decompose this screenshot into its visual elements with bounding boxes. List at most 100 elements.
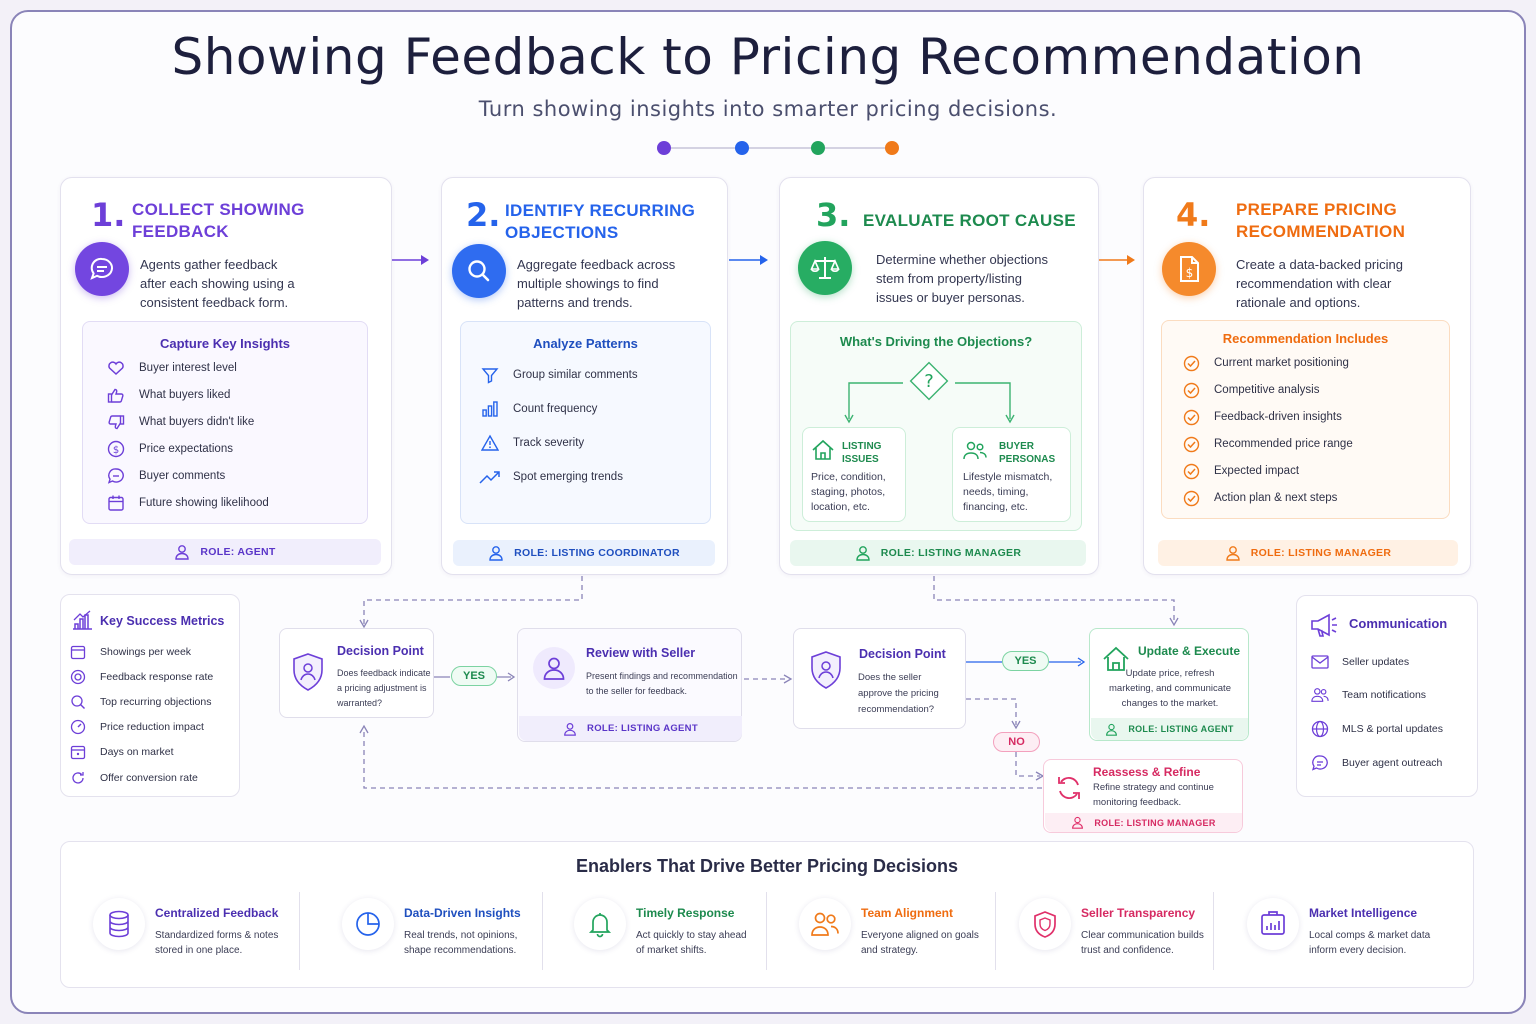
list-item: Action plan & next steps bbox=[1180, 489, 1337, 507]
person-avatar-icon bbox=[533, 647, 575, 689]
megaphone-icon bbox=[1311, 613, 1337, 637]
reassess-title: Reassess & Refine bbox=[1093, 765, 1201, 779]
enabler-item: Team Alignment Everyone aligned on goals… bbox=[799, 892, 1014, 972]
thumbs-up-icon bbox=[105, 386, 127, 404]
people-icon bbox=[1311, 686, 1329, 704]
step-number: 2. bbox=[466, 196, 501, 234]
box-title: What's Driving the Objections? bbox=[839, 334, 1033, 349]
list-item: Future showing likelihood bbox=[105, 494, 269, 512]
decision-title: Decision Point bbox=[859, 647, 946, 661]
metric-item: Price reduction impact bbox=[69, 718, 204, 736]
box-title: Analyze Patterns bbox=[533, 336, 638, 351]
step-dots bbox=[657, 141, 899, 155]
enablers-title: Enablers That Drive Better Pricing Decis… bbox=[575, 856, 959, 876]
step-arrow-1-2 bbox=[392, 255, 429, 265]
step-number: 1. bbox=[91, 196, 126, 234]
role-badge: ROLE: LISTING MANAGER bbox=[1045, 813, 1242, 832]
page-title: Showing Feedback to Pricing Recommendati… bbox=[171, 28, 1365, 86]
divider bbox=[766, 892, 767, 970]
communication-item: Buyer agent outreach bbox=[1311, 754, 1442, 772]
team-icon bbox=[799, 898, 851, 950]
enabler-item: Data-Driven Insights Real trends, not op… bbox=[342, 892, 557, 972]
step-number: 4. bbox=[1176, 196, 1211, 234]
warning-icon bbox=[479, 434, 501, 452]
enabler-title: Market Intelligence bbox=[1309, 906, 1418, 920]
role-badge: ROLE: LISTING MANAGER bbox=[790, 540, 1086, 566]
analyze-patterns-box: Analyze Patterns bbox=[460, 321, 711, 524]
target-icon bbox=[69, 668, 87, 686]
review-with-seller: Review with Seller Present findings and … bbox=[517, 628, 742, 742]
step-arrow-3-4 bbox=[1099, 255, 1135, 265]
enabler-title: Centralized Feedback bbox=[155, 906, 279, 920]
list-item: Feedback-driven insights bbox=[1180, 408, 1342, 426]
metric-item: Top recurring objections bbox=[69, 693, 211, 711]
divider bbox=[995, 892, 996, 970]
dollar-icon: $ bbox=[105, 440, 127, 458]
list-item: Expected impact bbox=[1180, 462, 1299, 480]
check-circle-icon bbox=[1180, 462, 1202, 480]
user-icon bbox=[856, 546, 870, 561]
list-item: Group similar comments bbox=[479, 366, 638, 384]
database-icon bbox=[93, 898, 145, 950]
step-number: 3. bbox=[816, 196, 851, 234]
shield-icon bbox=[293, 653, 323, 691]
house-icon bbox=[812, 439, 834, 460]
step-title: EVALUATE ROOT CAUSE bbox=[863, 211, 1076, 230]
magnifier-icon bbox=[452, 244, 506, 298]
decision-title: Decision Point bbox=[337, 644, 424, 658]
listing-issues-desc: Price, condition,staging, photos,locatio… bbox=[811, 471, 886, 513]
communication-title: Communication bbox=[1349, 616, 1448, 631]
chart-icon bbox=[73, 610, 92, 630]
metric-item: Showings per week bbox=[69, 643, 191, 661]
list-item: $Price expectations bbox=[105, 440, 233, 458]
check-circle-icon bbox=[1180, 354, 1202, 372]
user-icon bbox=[1226, 546, 1240, 561]
user-icon bbox=[1072, 816, 1084, 829]
search-icon bbox=[69, 693, 87, 711]
update-title: Update & Execute bbox=[1138, 644, 1241, 658]
enabler-title: Timely Response bbox=[636, 906, 735, 920]
list-item: Recommended price range bbox=[1180, 435, 1353, 453]
step-dot-2 bbox=[735, 141, 749, 155]
svg-text:$: $ bbox=[113, 445, 119, 456]
list-item: Current market positioning bbox=[1180, 354, 1349, 372]
check-circle-icon bbox=[1180, 489, 1202, 507]
pie-chart-icon bbox=[342, 898, 394, 950]
check-circle-icon bbox=[1180, 381, 1202, 399]
list-item: Buyer interest level bbox=[105, 359, 237, 377]
enablers-panel: Enablers That Drive Better Pricing Decis… bbox=[60, 841, 1474, 988]
people-icon bbox=[963, 441, 987, 460]
role-badge: ROLE: LISTING AGENT bbox=[1091, 718, 1248, 740]
enabler-item: Timely Response Act quickly to stay ahea… bbox=[574, 892, 789, 972]
enabler-title: Seller Transparency bbox=[1081, 906, 1196, 920]
chat-bubble-icon bbox=[75, 242, 129, 296]
yes-label-1: YES bbox=[451, 666, 497, 686]
communication-item: Seller updates bbox=[1311, 653, 1409, 671]
trend-icon bbox=[479, 468, 501, 486]
heart-icon bbox=[105, 359, 127, 377]
user-icon bbox=[564, 722, 576, 736]
role-badge: ROLE: AGENT bbox=[69, 539, 381, 565]
question-mark: ? bbox=[924, 371, 934, 392]
check-circle-icon bbox=[1180, 435, 1202, 453]
capture-insights-box: Capture Key Insights bbox=[82, 321, 368, 524]
thumbs-down-icon bbox=[105, 413, 127, 431]
